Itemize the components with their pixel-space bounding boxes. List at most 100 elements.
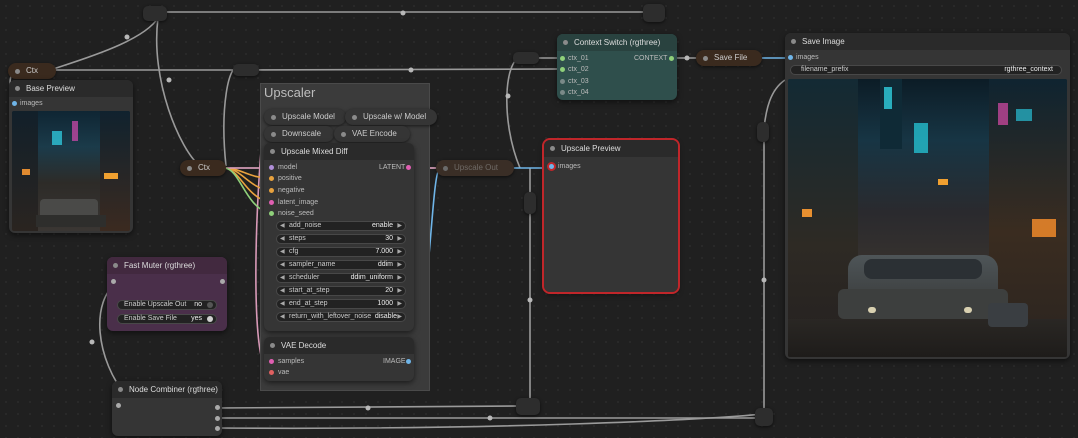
toggle-off-icon[interactable] [207, 302, 213, 308]
upscale-w-model-node[interactable]: Upscale w/ Model [345, 109, 437, 125]
arrow-left-icon[interactable]: ◀ [280, 301, 285, 307]
arrow-left-icon[interactable]: ◀ [280, 236, 285, 242]
arrow-right-icon[interactable]: ▶ [397, 275, 402, 281]
base-preview-node[interactable]: Base Preview images [9, 80, 133, 233]
collapse-dot-icon[interactable] [791, 39, 796, 44]
arrow-right-icon[interactable]: ▶ [397, 288, 402, 294]
input-slot-dot-icon[interactable] [111, 279, 116, 284]
toggle-enable-save-file[interactable]: Enable Save File yes [117, 314, 217, 324]
arrow-left-icon[interactable]: ◀ [280, 314, 285, 320]
input-slot-dot-icon[interactable] [116, 403, 121, 408]
input-slot-dot-icon[interactable] [788, 55, 793, 60]
output-slot-dot-icon[interactable] [215, 416, 220, 421]
ctx-node-collapsed[interactable]: Ctx [8, 63, 56, 79]
collapse-dot-icon[interactable] [271, 131, 276, 137]
arrow-left-icon[interactable]: ◀ [280, 223, 285, 229]
input-slot-dot-icon[interactable] [269, 165, 274, 170]
collapse-dot-icon[interactable] [443, 165, 448, 171]
arrow-left-icon[interactable]: ◀ [280, 249, 285, 255]
node-title[interactable]: VAE Decode [264, 337, 414, 354]
input-slot-dot-icon[interactable] [269, 176, 274, 181]
collapse-dot-icon[interactable] [550, 146, 555, 151]
output-slot-dot-icon[interactable] [669, 56, 674, 61]
reroute-node[interactable] [755, 408, 773, 426]
arrow-right-icon[interactable]: ▶ [397, 301, 402, 307]
output-slot-dot-icon[interactable] [215, 426, 220, 431]
input-slot-dot-icon[interactable] [549, 164, 554, 169]
save-image-node[interactable]: Save Image images filename_prefix rgthre… [785, 33, 1070, 359]
collapse-dot-icon[interactable] [341, 131, 346, 137]
fast-muter-node[interactable]: Fast Muter (rgthree) Enable Upscale Out … [107, 257, 227, 331]
node-title[interactable]: Upscale Preview [544, 140, 678, 157]
collapse-dot-icon[interactable] [270, 343, 275, 348]
input-slot-dot-icon[interactable] [269, 188, 274, 193]
reroute-node[interactable] [757, 122, 769, 142]
node-title[interactable]: Base Preview [9, 80, 133, 97]
collapse-dot-icon[interactable] [15, 68, 20, 74]
node-title[interactable]: Context Switch (rgthree) [557, 34, 677, 51]
input-slot-dot-icon[interactable] [269, 211, 274, 216]
downscale-node[interactable]: Downscale [264, 126, 334, 142]
arrow-right-icon[interactable]: ▶ [397, 314, 402, 320]
collapse-dot-icon[interactable] [118, 387, 123, 392]
upscale-model-node[interactable]: Upscale Model [264, 109, 346, 125]
reroute-node[interactable] [524, 192, 536, 214]
output-slot-dot-icon[interactable] [215, 405, 220, 410]
input-slot-dot-icon[interactable] [560, 56, 565, 61]
vae-decode-node[interactable]: VAE Decode samples vae IMAGE [264, 337, 414, 381]
upscale-out-node[interactable]: Upscale Out [436, 160, 514, 176]
ctx-node-collapsed[interactable]: Ctx [180, 160, 226, 176]
input-slot-dot-icon[interactable] [269, 370, 274, 375]
arrow-left-icon[interactable]: ◀ [280, 262, 285, 268]
arrow-right-icon[interactable]: ▶ [397, 236, 402, 242]
input-slot-dot-icon[interactable] [12, 101, 17, 106]
input-slot-dot-icon[interactable] [269, 359, 274, 364]
toggle-on-icon[interactable] [207, 316, 213, 322]
reroute-node[interactable] [233, 64, 259, 76]
reroute-node[interactable] [143, 6, 167, 21]
context-switch-node[interactable]: Context Switch (rgthree) ctx_01 ctx_02 c… [557, 34, 677, 100]
upscale-preview-node[interactable]: Upscale Preview images [542, 138, 680, 294]
input-slot-dot-icon[interactable] [560, 79, 565, 84]
arrow-left-icon[interactable]: ◀ [280, 275, 285, 281]
collapse-dot-icon[interactable] [563, 40, 568, 45]
node-title[interactable]: Fast Muter (rgthree) [107, 257, 227, 274]
reroute-node[interactable] [513, 52, 539, 64]
node-combiner-node[interactable]: Node Combiner (rgthree) [112, 381, 222, 436]
collapse-dot-icon[interactable] [271, 114, 276, 120]
filename-prefix-input[interactable]: filename_prefix rgthree_context [790, 65, 1062, 75]
output-slot-dot-icon[interactable] [220, 279, 225, 284]
collapse-dot-icon[interactable] [352, 114, 357, 120]
input-slot-dot-icon[interactable] [560, 90, 565, 95]
arrow-right-icon[interactable]: ▶ [397, 223, 402, 229]
collapse-dot-icon[interactable] [270, 149, 275, 154]
save-file-node[interactable]: Save File [696, 50, 762, 66]
upscale-mixed-diff-node[interactable]: Upscale Mixed Diff model positive negati… [264, 143, 414, 331]
input-slot-dot-icon[interactable] [269, 200, 274, 205]
node-title[interactable]: Upscale Mixed Diff [264, 143, 414, 160]
output-slot-dot-icon[interactable] [406, 359, 411, 364]
reroute-node[interactable] [643, 4, 665, 22]
collapse-dot-icon[interactable] [187, 165, 192, 171]
collapse-dot-icon[interactable] [703, 55, 708, 61]
input-slot-dot-icon[interactable] [560, 67, 565, 72]
collapse-dot-icon[interactable] [15, 86, 20, 91]
collapse-dot-icon[interactable] [113, 263, 118, 268]
output-slot-dot-icon[interactable] [406, 165, 411, 170]
arrow-right-icon[interactable]: ▶ [397, 262, 402, 268]
node-title[interactable]: Node Combiner (rgthree) [112, 381, 222, 398]
arrow-left-icon[interactable]: ◀ [280, 288, 285, 294]
reroute-node[interactable] [516, 398, 540, 415]
node-title[interactable]: Save Image [785, 33, 1070, 50]
toggle-enable-upscale-out[interactable]: Enable Upscale Out no [117, 300, 217, 310]
arrow-right-icon[interactable]: ▶ [397, 249, 402, 255]
vae-encode-node[interactable]: VAE Encode [334, 126, 410, 142]
